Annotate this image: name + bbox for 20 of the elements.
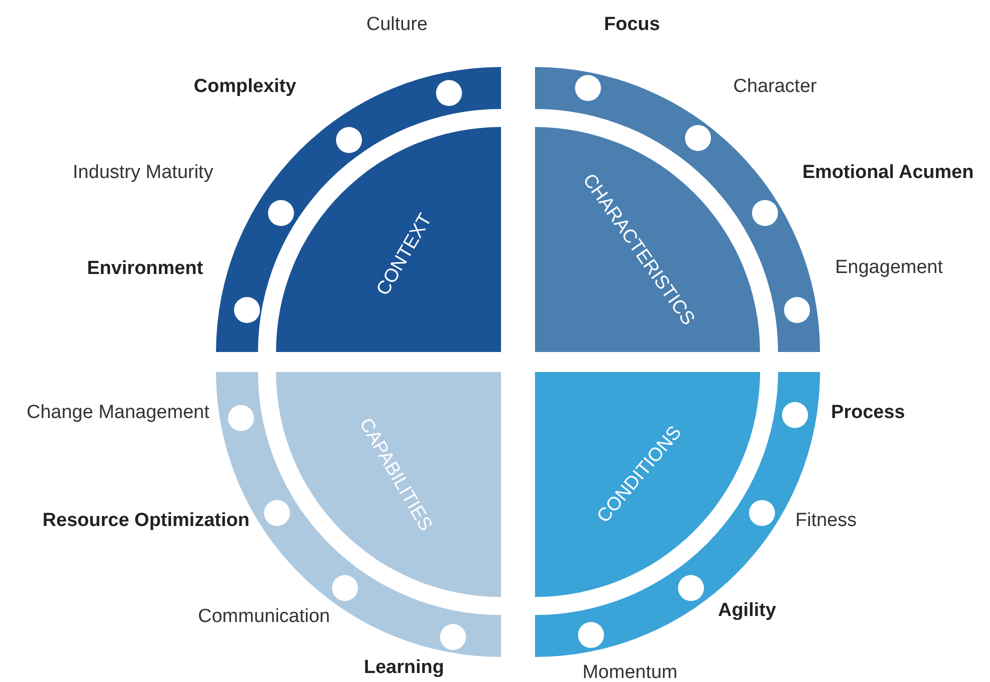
factor-label: Environment — [86, 258, 204, 280]
factor-label: Communication — [198, 606, 330, 628]
factor-label: Culture — [366, 14, 428, 36]
factor-label: Character — [733, 76, 817, 98]
factor-label: Momentum — [582, 662, 678, 682]
factor-label: Engagement — [835, 257, 943, 279]
factor-label: Fitness — [795, 510, 857, 532]
factor-label: Focus — [604, 14, 660, 36]
factor-label: Process — [831, 402, 905, 424]
factor-label: Agility — [718, 600, 776, 622]
factor-label: Industry Maturity — [72, 162, 214, 184]
factor-label: Emotional Acumen — [802, 162, 974, 184]
factor-label: Resource Optimization — [42, 510, 250, 532]
factor-label: Change Management — [26, 402, 210, 424]
factor-label: Learning — [364, 657, 444, 679]
quadrant-segment — [535, 372, 760, 597]
quadrant-segment — [535, 127, 760, 352]
factor-label: Complexity — [194, 76, 296, 98]
quadrant-segment — [276, 127, 501, 352]
quadrant-segment — [276, 372, 501, 597]
